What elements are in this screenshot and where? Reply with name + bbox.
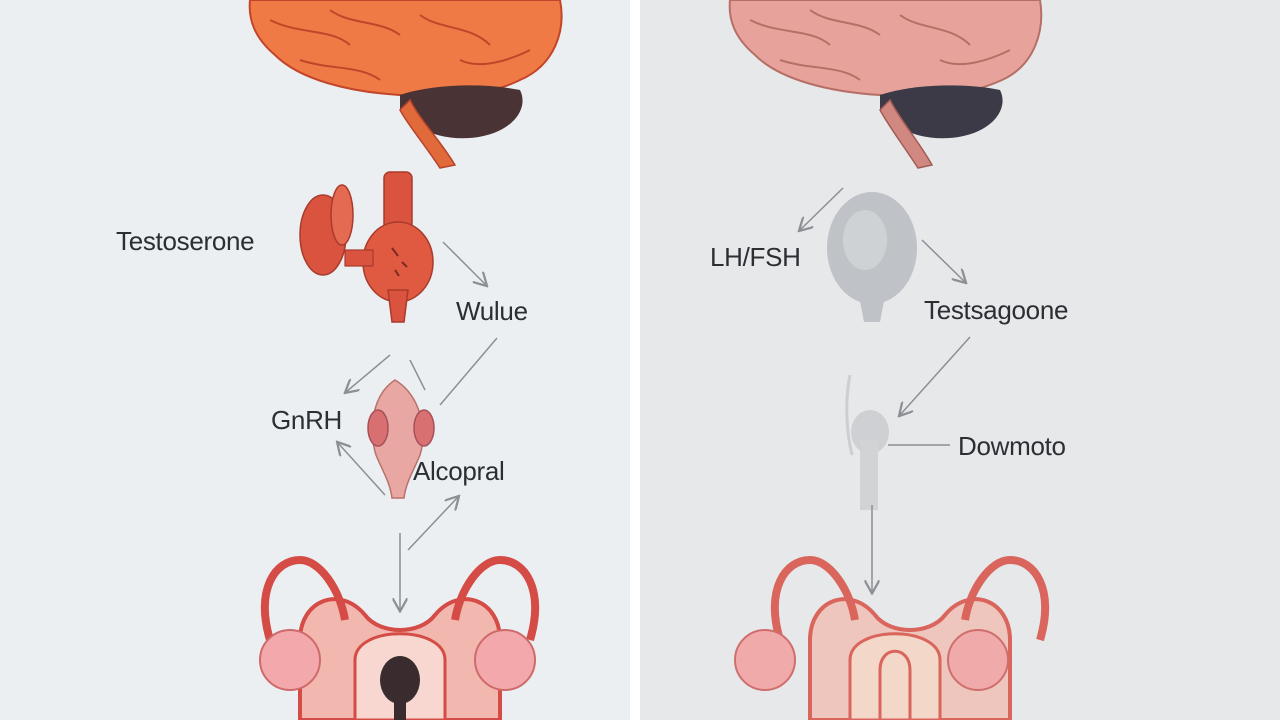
label-testoserone: Testoserone (116, 226, 255, 256)
label-testsagoone: Testsagoone (924, 295, 1069, 325)
label-dowmoto: Dowmoto (958, 431, 1066, 461)
gland-faded (845, 374, 889, 510)
panel-divider (630, 0, 640, 720)
label-lh-fsh: LH/FSH (710, 242, 801, 272)
endocrine-organ-red (299, 171, 434, 323)
arrows-left (338, 241, 498, 610)
reproductive-organ-right (734, 555, 1050, 720)
right-panel: LH/FSH Testsagoone Dowmoto (640, 0, 1280, 720)
reproductive-organ (259, 555, 540, 720)
left-diagram-art (248, 0, 563, 720)
left-panel: Testoserone Wulue GnRH Alcopral (0, 0, 630, 720)
pituitary-pink (367, 379, 435, 499)
label-wulue: Wulue (456, 296, 528, 326)
label-gnrh: GnRH (271, 405, 343, 435)
brain-orange (248, 0, 563, 169)
brain-pink (728, 0, 1043, 169)
label-alcopral: Alcopral (413, 456, 505, 486)
right-diagram-art (728, 0, 1050, 720)
arrows-right (800, 187, 971, 592)
pituitary-grey (827, 192, 917, 322)
